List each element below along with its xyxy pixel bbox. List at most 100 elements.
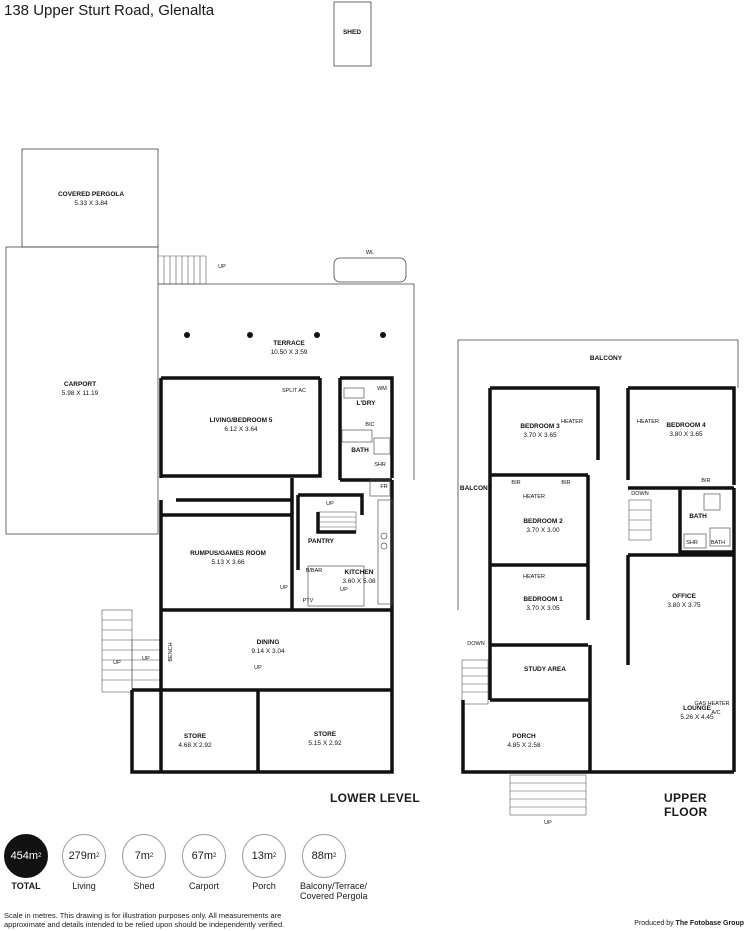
lower-shr-label: SHR	[374, 462, 386, 468]
porch-up-label: UP	[544, 820, 552, 826]
lower-level-title: LOWER LEVEL	[330, 791, 420, 805]
terrace-posts	[184, 332, 386, 338]
upper-bath-label: BATH	[689, 513, 707, 520]
lounge-dims: 5.26 X 4.45	[680, 714, 714, 721]
terrace-up-label: UP	[218, 264, 226, 270]
stairs-down-label: DOWN	[631, 491, 648, 497]
upper-floor-walls	[461, 386, 736, 774]
lower-level-fixtures	[307, 387, 393, 607]
balcony-top-label: BALCONY	[590, 355, 623, 362]
dining-dims: 9.14 X 3.04	[251, 648, 285, 655]
area-label: Carport	[188, 881, 219, 891]
upper-internal-stairs	[628, 499, 652, 541]
study-label: STUDY AREA	[524, 666, 566, 673]
producer-prefix: Produced by	[634, 920, 674, 927]
terrace-outline	[158, 283, 415, 480]
carport-outline	[5, 246, 159, 535]
producer-credit: Produced by The Fotobase Group	[634, 920, 744, 927]
living-dims: 6.12 X 3.64	[224, 426, 258, 433]
lower-bath-label: BATH	[351, 447, 369, 454]
bed4-dims: 3.80 X 3.65	[669, 431, 703, 438]
store-up-label: UP	[254, 665, 262, 671]
office-dims: 3.80 X 3.75	[667, 602, 701, 609]
pantry-label: PANTRY	[308, 538, 335, 545]
bed3-dims: 3.70 X 3.65	[523, 432, 557, 439]
terrace-label: TERRACE	[273, 340, 305, 347]
bed1-heater-label: HEATER	[523, 574, 545, 580]
upper-shr-label: SHR	[686, 540, 698, 546]
dining-label: DINING	[257, 639, 280, 646]
bench-label: BENCH	[168, 642, 174, 661]
bed2-heater-label: HEATER	[523, 494, 545, 500]
upper-entry-stairs	[461, 659, 489, 705]
address-title: 138 Upper Sturt Road, Glenalta	[4, 2, 215, 19]
area-label: TOTAL	[11, 881, 41, 891]
terrace-stairs	[158, 255, 207, 285]
rumpus-label: RUMPUS/GAMES ROOM	[190, 550, 266, 557]
wl-tank	[333, 257, 407, 283]
bed1-label: BEDROOM 1	[523, 596, 563, 603]
bbar-label: B/BAR	[306, 568, 323, 574]
carport-label: CARPORT	[64, 381, 96, 388]
dining-stairs	[101, 609, 161, 693]
upper-floor-title: UPPER FLOOR	[664, 791, 708, 819]
area-label: Porch	[252, 881, 276, 891]
rumpus-dims: 5.13 X 3.66	[211, 559, 245, 566]
ptv-label: PTV	[303, 598, 314, 604]
laundry-label: L'DRY	[357, 400, 377, 407]
upper-balcony-outline	[457, 339, 739, 610]
fr-label: FR	[380, 484, 387, 490]
stair-up-label-1: UP	[113, 660, 121, 666]
bed1-dims: 3.70 X 3.05	[526, 605, 560, 612]
gas-heater-label: GAS HEATER	[694, 701, 729, 707]
kitchen-label: KITCHEN	[345, 569, 374, 576]
area-label: Living	[72, 881, 96, 891]
bed4-heater-label: HEATER	[637, 419, 659, 425]
pergola-label: COVERED PERGOLA	[58, 191, 124, 198]
balcony-side-label: BALCONY	[460, 485, 493, 492]
bic-label: BIC	[365, 422, 374, 428]
terrace-dims: 10.50 X 3.59	[271, 349, 308, 356]
upper-floor-labels: BALCONY BALCONY BEDROOM 3 3.70 X 3.65 BE…	[460, 355, 730, 826]
bed2-dims: 3.70 X 3.00	[526, 527, 560, 534]
area-label: Balcony/Terrace/	[300, 881, 368, 891]
pantry-up-label: UP	[326, 501, 334, 507]
porch-label: PORCH	[512, 733, 536, 740]
living-label: LIVING/BEDROOM 5	[210, 417, 273, 424]
bed3-label: BEDROOM 3	[520, 423, 560, 430]
bed3-heater-label: HEATER	[561, 419, 583, 425]
pergola-outline	[21, 148, 159, 248]
entry-down-label: DOWN	[467, 641, 484, 647]
bed4-label: BEDROOM 4	[666, 422, 706, 429]
stairs	[101, 255, 652, 816]
wl-label: WL	[366, 250, 374, 256]
disclaimer-line-1: Scale in metres. This drawing is for ill…	[4, 911, 282, 920]
rumpus-up-label: UP	[280, 585, 288, 591]
ac-label: A/C	[711, 710, 720, 716]
bir-label-3: BIR	[701, 478, 710, 484]
porch-front-stairs	[509, 774, 587, 816]
split-ac-label: SPLIT AC	[282, 388, 306, 394]
store2-dims: 5.15 X 2.92	[308, 740, 342, 747]
lower-level-labels: SHED COVERED PERGOLA 5.33 X 3.84 CARPORT…	[58, 29, 388, 749]
disclaimer-line-2: approximate and details intended to be r…	[4, 920, 285, 929]
shed-outline	[333, 1, 372, 67]
disclaimer: Scale in metres. This drawing is for ill…	[4, 911, 324, 929]
bir-label-2: BIR	[561, 480, 570, 486]
office-label: OFFICE	[672, 593, 696, 600]
bir-label-1: BIR	[511, 480, 520, 486]
pantry-stairs	[317, 511, 357, 533]
area-label: Shed	[133, 881, 155, 891]
stair-up-label-2: UP	[142, 656, 150, 662]
carport-dims: 5.98 X 11.19	[62, 390, 99, 397]
